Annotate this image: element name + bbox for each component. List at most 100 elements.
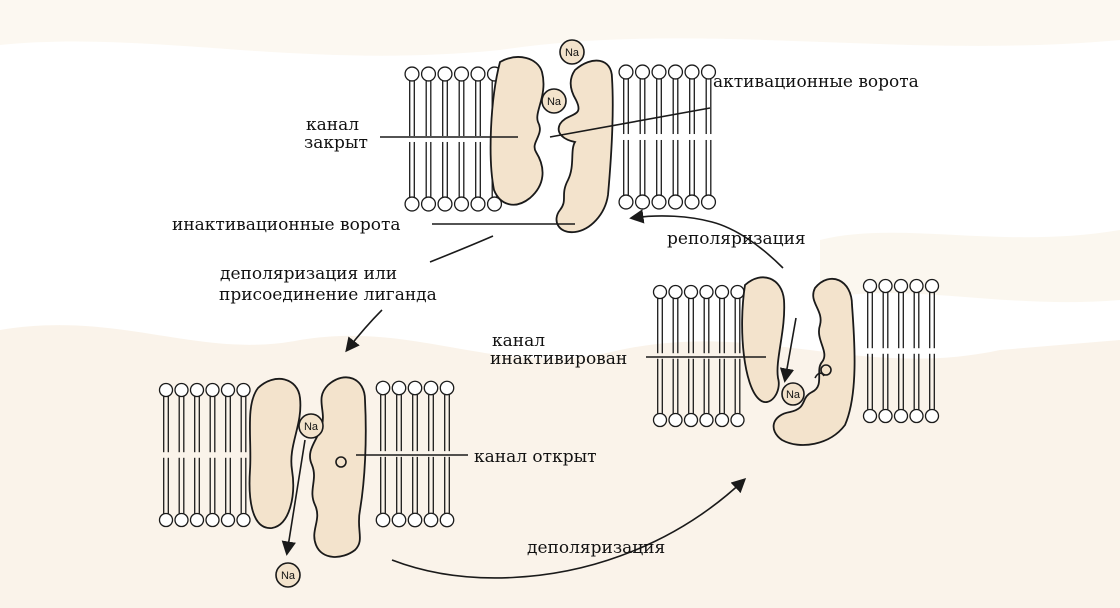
inactivation-gate-ball bbox=[820, 364, 832, 376]
depolarization-ligand-arrow-top bbox=[429, 235, 494, 263]
sodium-ion-outside bbox=[559, 39, 585, 65]
depolarization-ligand-arrow bbox=[345, 309, 383, 353]
lipid-head bbox=[909, 278, 924, 294]
lipid-head bbox=[486, 196, 503, 212]
lipid-head bbox=[391, 380, 407, 396]
repolarization-arrow bbox=[629, 209, 784, 269]
lipid-head bbox=[205, 382, 220, 398]
depol-ligand-label-line1: деполяризация или bbox=[220, 264, 397, 284]
lipid-head bbox=[439, 512, 455, 528]
inactivation-gate-label: инактивационные ворота bbox=[172, 215, 400, 235]
sodium-ion-inactivated-label: Na bbox=[786, 389, 801, 401]
lipid-head bbox=[437, 66, 453, 82]
open-label: канал открыт bbox=[474, 447, 597, 467]
lipid-head bbox=[437, 196, 453, 212]
inactivated-label-line2: инактивирован bbox=[490, 349, 627, 369]
sodium-ion-in-channel-label: Na bbox=[547, 96, 562, 108]
lipid-head bbox=[205, 512, 220, 528]
ion-flow-arrow bbox=[281, 439, 306, 556]
lipid-head bbox=[651, 194, 667, 210]
membrane-open-left bbox=[158, 382, 251, 528]
lipid-head bbox=[470, 66, 486, 82]
protein-inactivated-left bbox=[741, 276, 786, 403]
lipid-head bbox=[668, 412, 683, 428]
lipid-head bbox=[699, 412, 714, 428]
membrane-open-right bbox=[375, 380, 455, 528]
protein-open-left bbox=[248, 378, 302, 529]
lipid-head bbox=[220, 382, 236, 398]
lipid-head bbox=[423, 512, 439, 528]
lipid-head bbox=[404, 66, 420, 82]
depol-ligand-label-line2: присоединение лиганда bbox=[219, 285, 437, 305]
closed-label-line2: закрыт bbox=[304, 133, 368, 153]
lipid-head bbox=[699, 284, 714, 300]
protein-closed-left bbox=[489, 56, 545, 206]
lipid-head bbox=[878, 278, 893, 294]
lipid-head bbox=[714, 412, 730, 428]
membrane-inactivated-right bbox=[862, 278, 940, 424]
lipid-head bbox=[862, 278, 878, 294]
lipid-head bbox=[375, 512, 391, 528]
inactivated-label-line1: канал bbox=[492, 331, 545, 351]
lipid-head bbox=[618, 194, 634, 210]
protein-inactivated-right bbox=[772, 277, 856, 446]
sodium-ion-inside bbox=[275, 562, 301, 588]
membrane-closed-left bbox=[404, 66, 503, 212]
protein-open-right bbox=[309, 376, 367, 558]
lipid-head bbox=[924, 278, 940, 294]
lipid-head bbox=[236, 382, 251, 398]
lipid-head bbox=[714, 284, 730, 300]
lipid-head bbox=[220, 512, 236, 528]
channel-closed: Na Na bbox=[380, 39, 711, 233]
protein-closed-right bbox=[555, 59, 614, 233]
lipid-head bbox=[158, 512, 174, 528]
sodium-ion-in-channel bbox=[541, 88, 567, 114]
lipid-head bbox=[189, 382, 205, 398]
lipid-head bbox=[862, 408, 878, 424]
activation-gate-label: активационные ворота bbox=[713, 72, 919, 92]
lipid-head bbox=[236, 512, 251, 528]
lipid-head bbox=[407, 512, 423, 528]
lipid-head bbox=[618, 64, 634, 80]
lipid-head bbox=[391, 512, 407, 528]
lipid-head bbox=[683, 412, 699, 428]
lipid-head bbox=[158, 382, 174, 398]
sodium-ion-entering-label: Na bbox=[304, 421, 319, 433]
lipid-head bbox=[407, 380, 423, 396]
lipid-head bbox=[470, 196, 486, 212]
lipid-head bbox=[893, 408, 909, 424]
lipid-head bbox=[730, 412, 745, 428]
lipid-head bbox=[684, 64, 700, 80]
lipid-head bbox=[439, 380, 455, 396]
lipid-head bbox=[652, 284, 668, 300]
channel-open: Na Na bbox=[248, 376, 468, 588]
lipid-head bbox=[420, 66, 437, 82]
lipid-head bbox=[174, 512, 189, 528]
lipid-head bbox=[404, 196, 420, 212]
lipid-head bbox=[909, 408, 924, 424]
depolarization-arrow bbox=[391, 478, 747, 579]
sodium-ion-inactivated bbox=[781, 382, 805, 406]
lipid-head bbox=[668, 284, 683, 300]
lipid-head bbox=[453, 196, 470, 212]
activation-gate-leader bbox=[549, 107, 711, 138]
membrane-closed-right bbox=[618, 64, 717, 210]
ion-path-arrow-inactivated bbox=[779, 317, 797, 383]
lipid-head bbox=[924, 408, 940, 424]
lipid-head bbox=[700, 64, 717, 80]
lipid-head bbox=[730, 284, 745, 300]
lipid-head bbox=[420, 196, 437, 212]
lipid-head bbox=[375, 380, 391, 396]
lipid-head bbox=[651, 64, 667, 80]
lipid-head bbox=[189, 512, 205, 528]
lipid-head bbox=[878, 408, 893, 424]
lipid-head bbox=[174, 382, 189, 398]
sodium-ion-outside-label: Na bbox=[565, 47, 580, 59]
lipid-head bbox=[634, 194, 651, 210]
sodium-ion-entering bbox=[298, 413, 324, 439]
lipid-head bbox=[893, 278, 909, 294]
lipid-head bbox=[667, 64, 684, 80]
closed-label-line1: канал bbox=[306, 115, 359, 135]
